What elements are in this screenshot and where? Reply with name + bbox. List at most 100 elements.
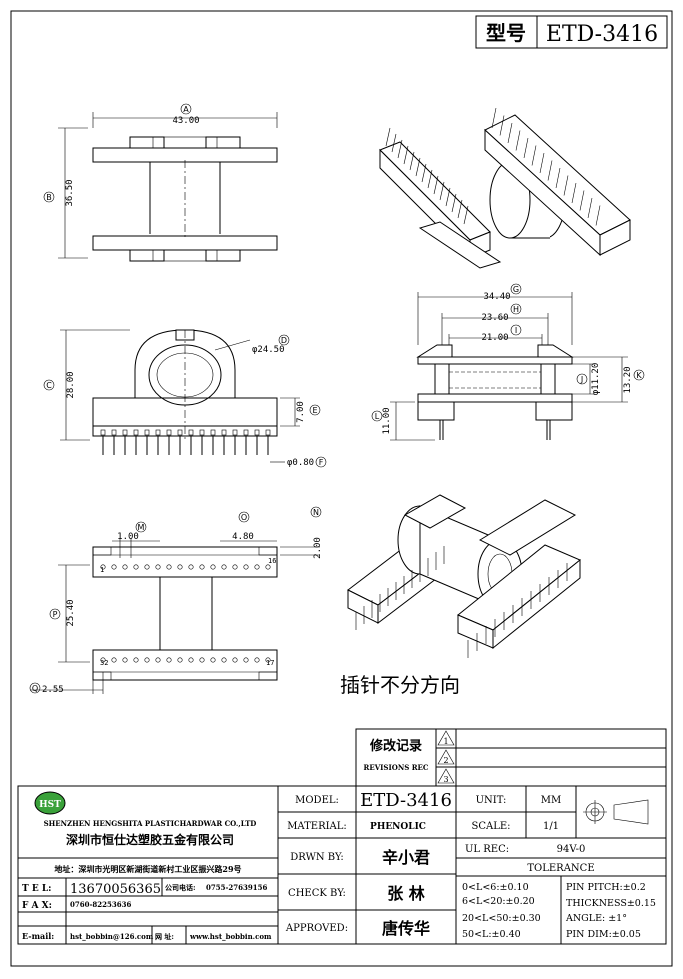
dim-value-l: 11.00 — [382, 407, 392, 434]
model-value: ETD-3416 — [360, 790, 452, 811]
dim-letter-b: B — [46, 193, 52, 202]
dim-letter-c: C — [46, 381, 52, 390]
bottom-pin-hole — [144, 657, 150, 663]
dim-value-n: 2.00 — [313, 537, 323, 559]
dim-value-d: φ24.50 — [252, 345, 285, 355]
iso-pin — [427, 169, 433, 189]
iso-pin — [523, 137, 529, 159]
dim-letter-p: P — [53, 610, 58, 619]
front-view: C 28.00 φ24.50 D 7.00 E φ0.80 F — [43, 329, 327, 468]
revisions-title-en: REVISIONS REC — [364, 763, 429, 772]
iso-pin — [421, 163, 427, 183]
iso-pin — [439, 181, 445, 201]
front-pin-pad — [221, 429, 227, 436]
pin-label-16: 16 — [268, 557, 276, 565]
unit-label: UNIT: — [476, 795, 507, 806]
dim-value-h: 23.60 — [481, 313, 508, 323]
iso-pin — [409, 151, 415, 171]
iso-pin — [539, 152, 545, 174]
tolerance-title: TOLERANCE — [527, 863, 594, 874]
dim-value-p: 25.40 — [66, 599, 76, 626]
bottom-pin-hole — [122, 657, 128, 663]
bottom-pin-hole — [221, 657, 227, 663]
check-value: 张 林 — [387, 884, 425, 903]
iso-pin — [515, 130, 521, 151]
phone-label: 公司电话: — [165, 883, 196, 892]
top-view: A 43.00 B 36.50 — [43, 103, 278, 262]
dim-letter-n: N — [313, 508, 319, 517]
pin-pitch-tolerance: PIN PITCH:±0.2 — [566, 882, 646, 893]
bottom-pin-hole — [166, 657, 172, 663]
pin-label-17: 17 — [266, 659, 274, 667]
dim-letter-k: K — [636, 371, 642, 380]
dim-value-f: φ0.80 — [287, 458, 314, 468]
projection-symbol-icon — [583, 799, 649, 825]
bottom-pin-hole — [155, 657, 161, 663]
front-pin-pad — [111, 429, 117, 436]
front-pin-pad — [133, 429, 139, 436]
bottom-pin-hole — [243, 657, 249, 663]
iso-pin — [463, 205, 469, 225]
tel-label: T E L: — [22, 884, 51, 894]
iso-pin — [595, 205, 601, 226]
approved-value: 唐传华 — [382, 919, 430, 938]
iso-pin — [457, 199, 463, 219]
bottom-pin-hole — [100, 657, 106, 663]
iso-pin — [531, 145, 537, 166]
pin-direction-note: 插针不分方向 — [340, 673, 460, 697]
iso-pin — [451, 193, 457, 213]
fax-label: F A X: — [22, 901, 52, 911]
bottom-pin-hole — [199, 657, 205, 663]
drawn-label: DRWN BY: — [290, 852, 343, 863]
dim-letter-i: I — [515, 326, 517, 335]
bottom-pin-hole — [243, 564, 249, 570]
bottom-pin-hole — [199, 564, 205, 570]
dim-letter-d: D — [281, 336, 287, 345]
header-model-label: 型号 — [486, 21, 526, 45]
pin-dim-tolerance: PIN DIM:±0.05 — [566, 929, 641, 940]
bottom-pin-hole — [166, 564, 172, 570]
header-model-value: ETD-3416 — [546, 22, 658, 47]
iso-view-top — [379, 107, 631, 269]
fax-value: 0760-82253636 — [70, 900, 131, 909]
dim-value-e: 7.00 — [296, 401, 306, 423]
front-pin-pad — [155, 429, 161, 436]
iso-view-bottom — [347, 494, 581, 658]
bottom-pin-hole — [111, 657, 117, 663]
dim-letter-g: G — [513, 285, 519, 294]
iso-pin — [433, 175, 439, 195]
dim-letter-h: H — [513, 305, 519, 314]
dim-value-j: φ11.20 — [591, 363, 601, 396]
dim-value-c: 28.00 — [66, 371, 76, 398]
bottom-pin-hole — [265, 657, 271, 663]
front-pin-pad — [188, 429, 194, 436]
dim-letter-l: L — [375, 412, 380, 421]
dim-value-g: 34.40 — [483, 292, 510, 302]
revision-mark-2: 2 — [443, 756, 448, 765]
dim-value-k: 13.20 — [623, 366, 633, 393]
angle-tolerance: ANGLE: ±1° — [565, 913, 627, 924]
ul-label: UL REC: — [465, 844, 509, 855]
dim-value-q: 2.55 — [42, 685, 64, 695]
model-label: MODEL: — [295, 795, 339, 806]
iso-pin — [415, 157, 421, 177]
iso-pin — [397, 139, 403, 159]
front-pin-pad — [100, 429, 106, 436]
web-value: www.hst_bobbin.com — [189, 932, 272, 941]
iso-pin — [391, 133, 397, 153]
dim-letter-a: A — [183, 105, 189, 114]
ul-value: 94V-0 — [557, 844, 586, 855]
front-pin-pad — [265, 429, 271, 436]
company-name-en: SHENZHEN HENGSHITA PLASTICHARDWAR CO.,LT… — [44, 819, 257, 828]
dim-letter-o: O — [241, 513, 247, 522]
dim-value-b: 36.50 — [65, 179, 75, 206]
dim-letter-e: E — [312, 406, 317, 415]
material-value: PHENOLIC — [370, 822, 426, 832]
company-address: 地址：深圳市光明区新湖街道新村工业区振兴路29号 — [54, 864, 241, 874]
title-block: HST SHENZHEN HENGSHITA PLASTICHARDWAR CO… — [17, 785, 667, 945]
revisions-title-cn: 修改记录 — [369, 738, 422, 754]
bottom-pin-hole — [100, 564, 106, 570]
front-pin-pad — [210, 429, 216, 436]
dim-value-m: 1.00 — [117, 532, 139, 542]
bottom-pin-hole — [111, 564, 117, 570]
